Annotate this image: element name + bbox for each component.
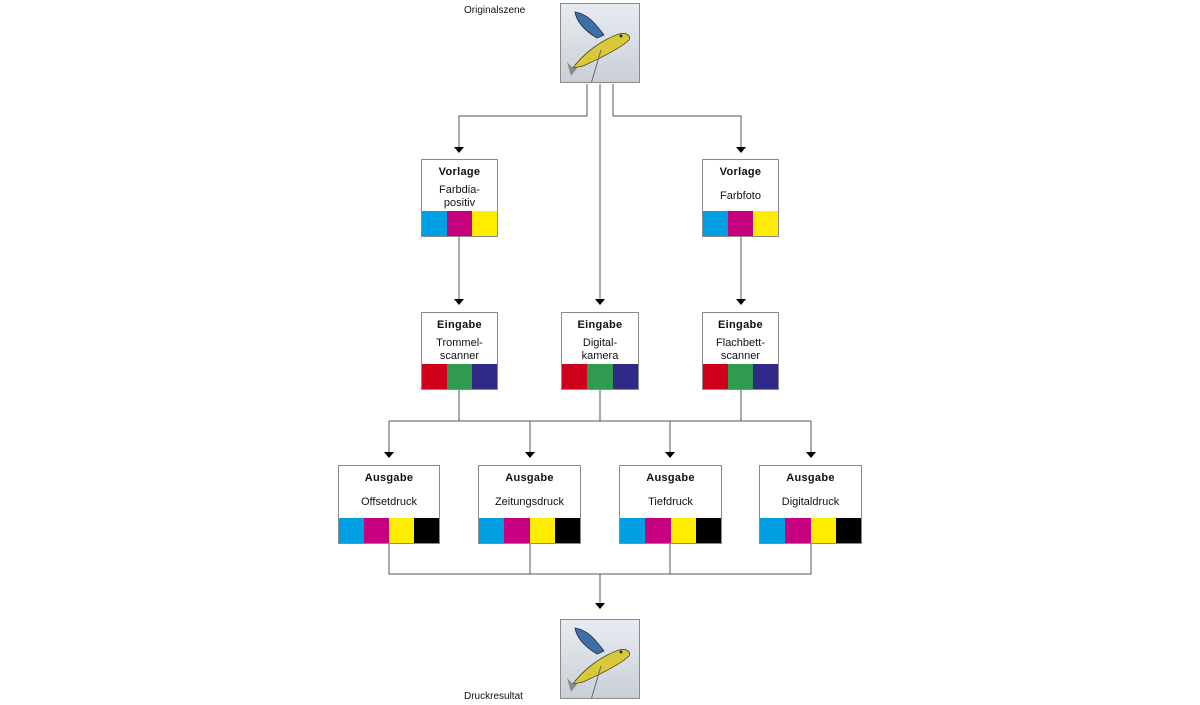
color-swatches — [620, 518, 721, 543]
box-label: Digitaldruck — [781, 496, 840, 508]
swatch-magenta — [645, 518, 671, 543]
vorlage-box-farbdiapositiv: Vorlage Farbdia- positiv — [421, 159, 498, 237]
box-label: Flachbett- scanner — [716, 337, 765, 362]
caption-druckresultat: Druckresultat — [464, 691, 523, 702]
box-label: Zeitungsdruck — [494, 496, 565, 508]
swatch-blue — [472, 364, 497, 389]
swatch-magenta — [785, 518, 811, 543]
arrowhead-icon — [806, 452, 816, 458]
swatch-red — [703, 364, 728, 389]
eingabe-box-digitalkamera: Eingabe Digital- kamera — [561, 312, 639, 390]
box-title: Vorlage — [438, 166, 481, 178]
ausgabe-box-digitaldruck: Ausgabe Digitaldruck — [759, 465, 862, 544]
swatch-magenta — [364, 518, 389, 543]
swatch-green — [728, 364, 753, 389]
box-label: Tiefdruck — [648, 496, 693, 508]
color-swatches — [422, 364, 497, 389]
swatch-yellow — [810, 518, 836, 543]
box-title: Eingabe — [577, 319, 623, 331]
swatch-cyan — [422, 211, 447, 236]
box-title: Ausgabe — [786, 472, 835, 484]
box-title: Vorlage — [719, 166, 762, 178]
box-label: Offsetdruck — [360, 496, 418, 508]
swatch-yellow — [529, 518, 555, 543]
arrowhead-icon — [665, 452, 675, 458]
swatch-yellow — [472, 211, 497, 236]
color-swatches — [562, 364, 638, 389]
box-label: Farbfoto — [720, 190, 761, 202]
arrowhead-icon — [595, 603, 605, 609]
swatch-black — [414, 518, 439, 543]
box-title: Eingabe — [718, 319, 763, 331]
arrowhead-icon — [454, 299, 464, 305]
swatch-yellow — [753, 211, 778, 236]
box-title: Ausgabe — [646, 472, 695, 484]
swatch-magenta — [728, 211, 753, 236]
swatch-cyan — [760, 518, 786, 543]
swatch-black — [695, 518, 721, 543]
swatch-yellow — [670, 518, 696, 543]
ausgabe-box-tiefdruck: Ausgabe Tiefdruck — [619, 465, 722, 544]
swatch-green — [447, 364, 472, 389]
color-swatches — [703, 211, 778, 236]
swatch-black — [554, 518, 580, 543]
swatch-cyan — [620, 518, 646, 543]
color-swatches — [479, 518, 580, 543]
original-scene-image — [560, 3, 640, 83]
swatch-blue — [612, 364, 638, 389]
arrowhead-icon — [736, 299, 746, 305]
box-label: Farbdia- positiv — [439, 184, 480, 209]
color-swatches — [339, 518, 439, 543]
connector-original-to-farbdia — [458, 84, 588, 150]
eingabe-box-trommelscanner: Eingabe Trommel- scanner — [421, 312, 498, 390]
arrowhead-icon — [525, 452, 535, 458]
caption-originalszene: Originalszene — [464, 5, 526, 16]
ausgabe-box-zeitungsdruck: Ausgabe Zeitungsdruck — [478, 465, 581, 544]
eingabe-box-flachbettscanner: Eingabe Flachbett- scanner — [702, 312, 779, 390]
box-title: Eingabe — [437, 319, 482, 331]
swatch-blue — [753, 364, 778, 389]
color-swatches — [422, 211, 497, 236]
swatch-red — [422, 364, 447, 389]
swatch-magenta — [504, 518, 530, 543]
swatch-cyan — [479, 518, 505, 543]
flying-fish-image-icon — [561, 4, 639, 82]
flying-fish-image-icon — [561, 620, 639, 698]
swatch-yellow — [389, 518, 414, 543]
ausgabe-box-offsetdruck: Ausgabe Offsetdruck — [338, 465, 440, 544]
box-label: Trommel- scanner — [436, 337, 483, 362]
arrowhead-icon — [736, 147, 746, 153]
swatch-magenta — [447, 211, 472, 236]
connector-output-bus — [388, 543, 812, 575]
arrowhead-icon — [384, 452, 394, 458]
swatch-cyan — [703, 211, 728, 236]
swatch-black — [835, 518, 861, 543]
swatch-red — [562, 364, 588, 389]
swatch-cyan — [339, 518, 364, 543]
vorlage-box-farbfoto: Vorlage Farbfoto — [702, 159, 779, 237]
swatch-green — [587, 364, 613, 389]
connector-original-to-farbfoto — [612, 84, 742, 150]
arrowhead-icon — [595, 299, 605, 305]
color-swatches — [703, 364, 778, 389]
box-title: Ausgabe — [364, 472, 414, 484]
print-result-image — [560, 619, 640, 699]
box-title: Ausgabe — [505, 472, 554, 484]
box-label: Digital- kamera — [581, 337, 619, 362]
color-swatches — [760, 518, 861, 543]
arrowhead-icon — [454, 147, 464, 153]
